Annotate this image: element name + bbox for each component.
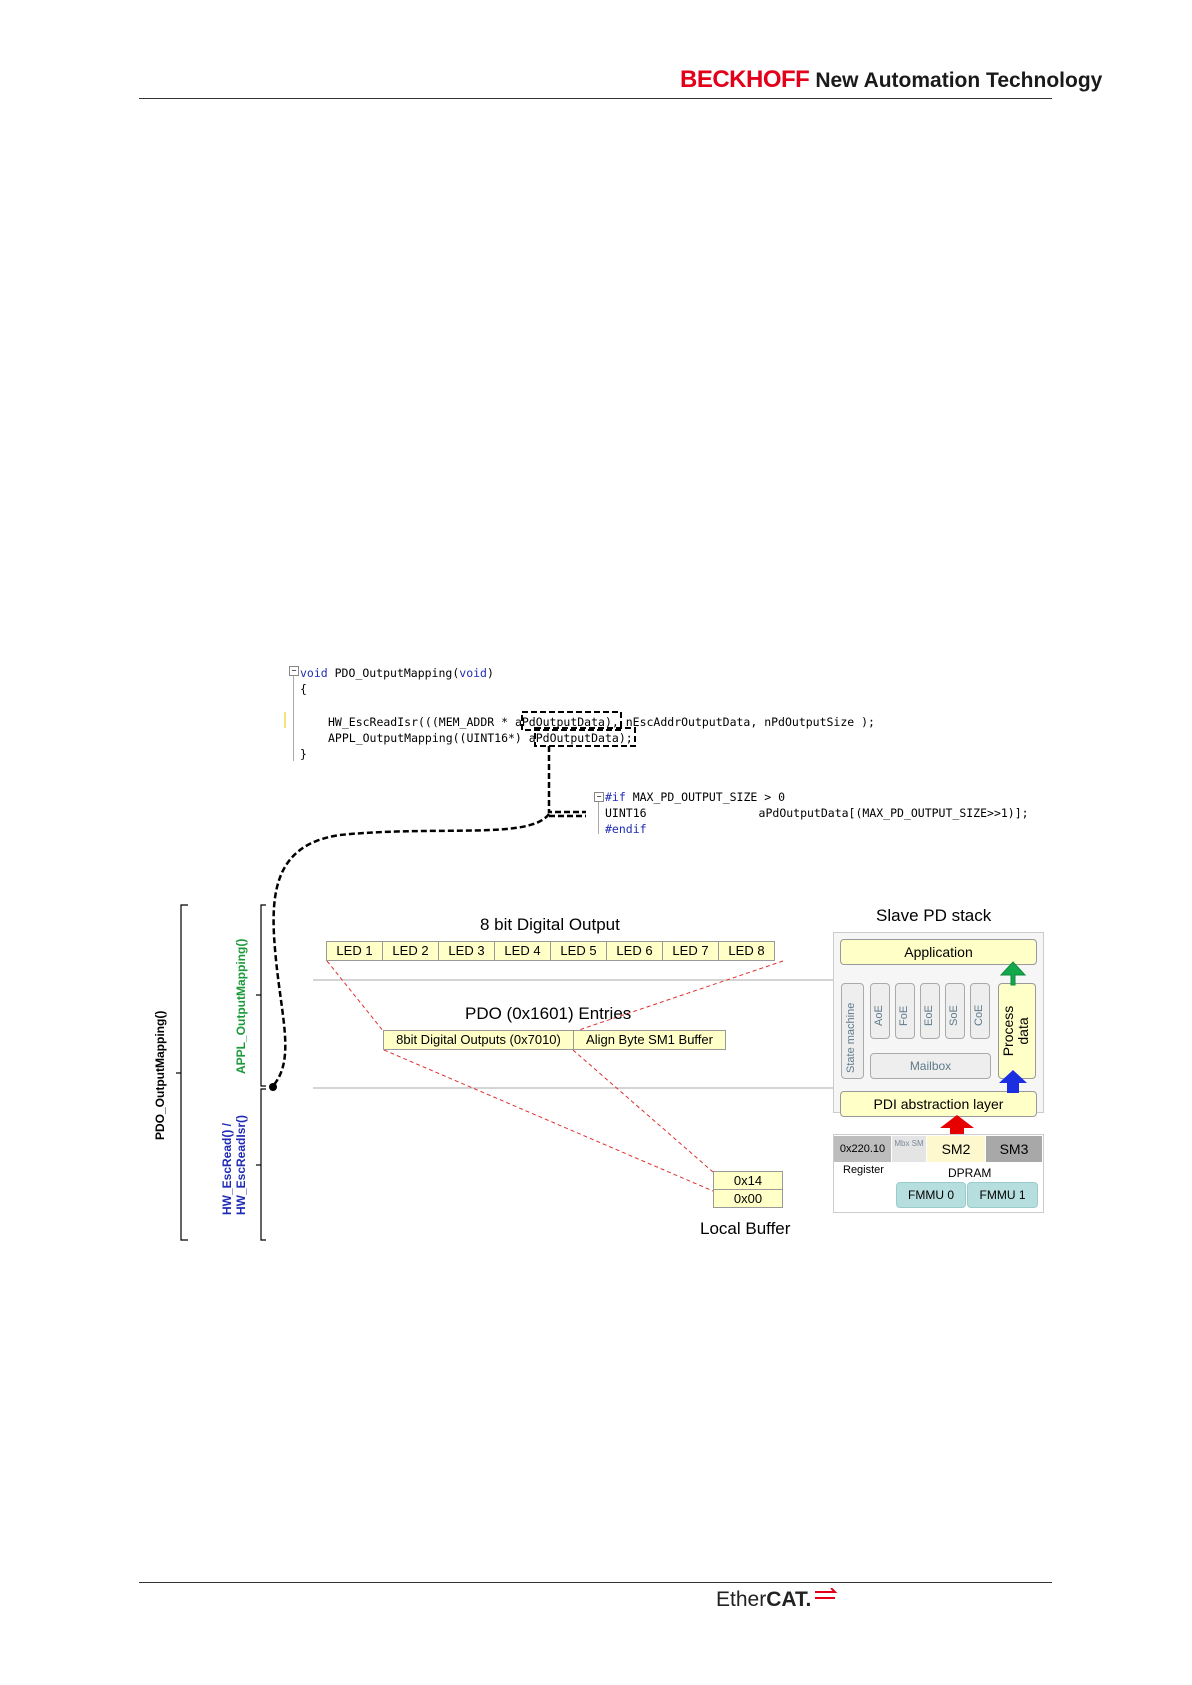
pdi-abstraction-layer: PDI abstraction layer [840, 1091, 1037, 1117]
protocol-box-aoe [870, 983, 890, 1039]
highlight-box-1 [521, 711, 622, 731]
fmmu-1: FMMU 1 [967, 1182, 1038, 1208]
mbx-sm: Mbx SM [892, 1136, 926, 1162]
green-arrow-icon [999, 961, 1027, 986]
dpram-label: DPRAM [948, 1166, 992, 1180]
led-cell: LED 5 [550, 941, 607, 961]
code-change-marker [284, 712, 286, 728]
code-line-5: } [300, 747, 307, 761]
register-value: 0x220.10 [834, 1136, 891, 1162]
mapping-curve [272, 813, 551, 1087]
highlight-box-2 [534, 727, 636, 747]
led-cell: LED 1 [326, 941, 383, 961]
fmmu-0: FMMU 0 [896, 1182, 966, 1208]
decl-line-1: #if MAX_PD_OUTPUT_SIZE > 0 [605, 790, 786, 804]
led-cell: LED 2 [382, 941, 439, 961]
code-line-4: APPL_OutputMapping((UINT16*) aPdOutputDa… [328, 731, 633, 745]
code-connector [547, 746, 586, 814]
brand-name: BECKHOFF [680, 66, 810, 93]
collapse-icon[interactable]: − [289, 666, 299, 676]
decl-line-3: #endif [605, 822, 647, 836]
pdo-entry-digital-outputs: 8bit Digital Outputs (0x7010) [383, 1030, 574, 1050]
collapse-icon[interactable]: − [594, 792, 604, 802]
led-cell: LED 8 [718, 941, 775, 961]
led-cell: LED 4 [494, 941, 551, 961]
process-data-box [998, 983, 1036, 1079]
curve-end-dot [269, 1083, 277, 1091]
footer-divider [139, 1582, 1052, 1583]
code-fold-line [598, 802, 599, 834]
register-label: Register [843, 1164, 884, 1176]
code-line-3: HW_EscReadIsr(((MEM_ADDR * aPdOutputData… [328, 715, 875, 729]
code-line-2: { [300, 682, 307, 696]
protocol-box-eoe [920, 983, 940, 1039]
code-fold-line [293, 676, 294, 761]
mailbox-box: Mailbox [870, 1053, 991, 1079]
stack-application: Application [840, 939, 1037, 965]
ethercat-logo: EtherCAT. [716, 1587, 841, 1612]
brand-tagline: New Automation Technology [815, 69, 1103, 92]
protocol-box-soe [945, 983, 965, 1039]
led-row: LED 1 LED 2 LED 3 LED 4 LED 5 LED 6 LED … [326, 941, 775, 961]
stack-title: Slave PD stack [876, 906, 992, 925]
sm2-cell: SM2 [927, 1136, 985, 1162]
protocol-box-coe [970, 983, 990, 1039]
protocol-box-foe [895, 983, 915, 1039]
state-machine-box [841, 983, 864, 1079]
ethercat-arrow-icon [815, 1587, 838, 1599]
red-arrow-icon-upper [940, 1115, 974, 1138]
local-buffer-label: Local Buffer [700, 1219, 791, 1238]
local-buffer-byte-1: 0x00 [713, 1189, 783, 1208]
blue-arrow-icon [999, 1070, 1027, 1093]
code-line-1: void PDO_OutputMapping(void) [300, 666, 494, 680]
digital-output-title: 8 bit Digital Output [480, 915, 620, 934]
sm3-cell: SM3 [986, 1136, 1042, 1162]
pdo-entry-align-byte: Align Byte SM1 Buffer [573, 1030, 726, 1050]
header-divider [139, 98, 1052, 99]
pdo-title: PDO (0x1601) Entries [465, 1004, 632, 1023]
